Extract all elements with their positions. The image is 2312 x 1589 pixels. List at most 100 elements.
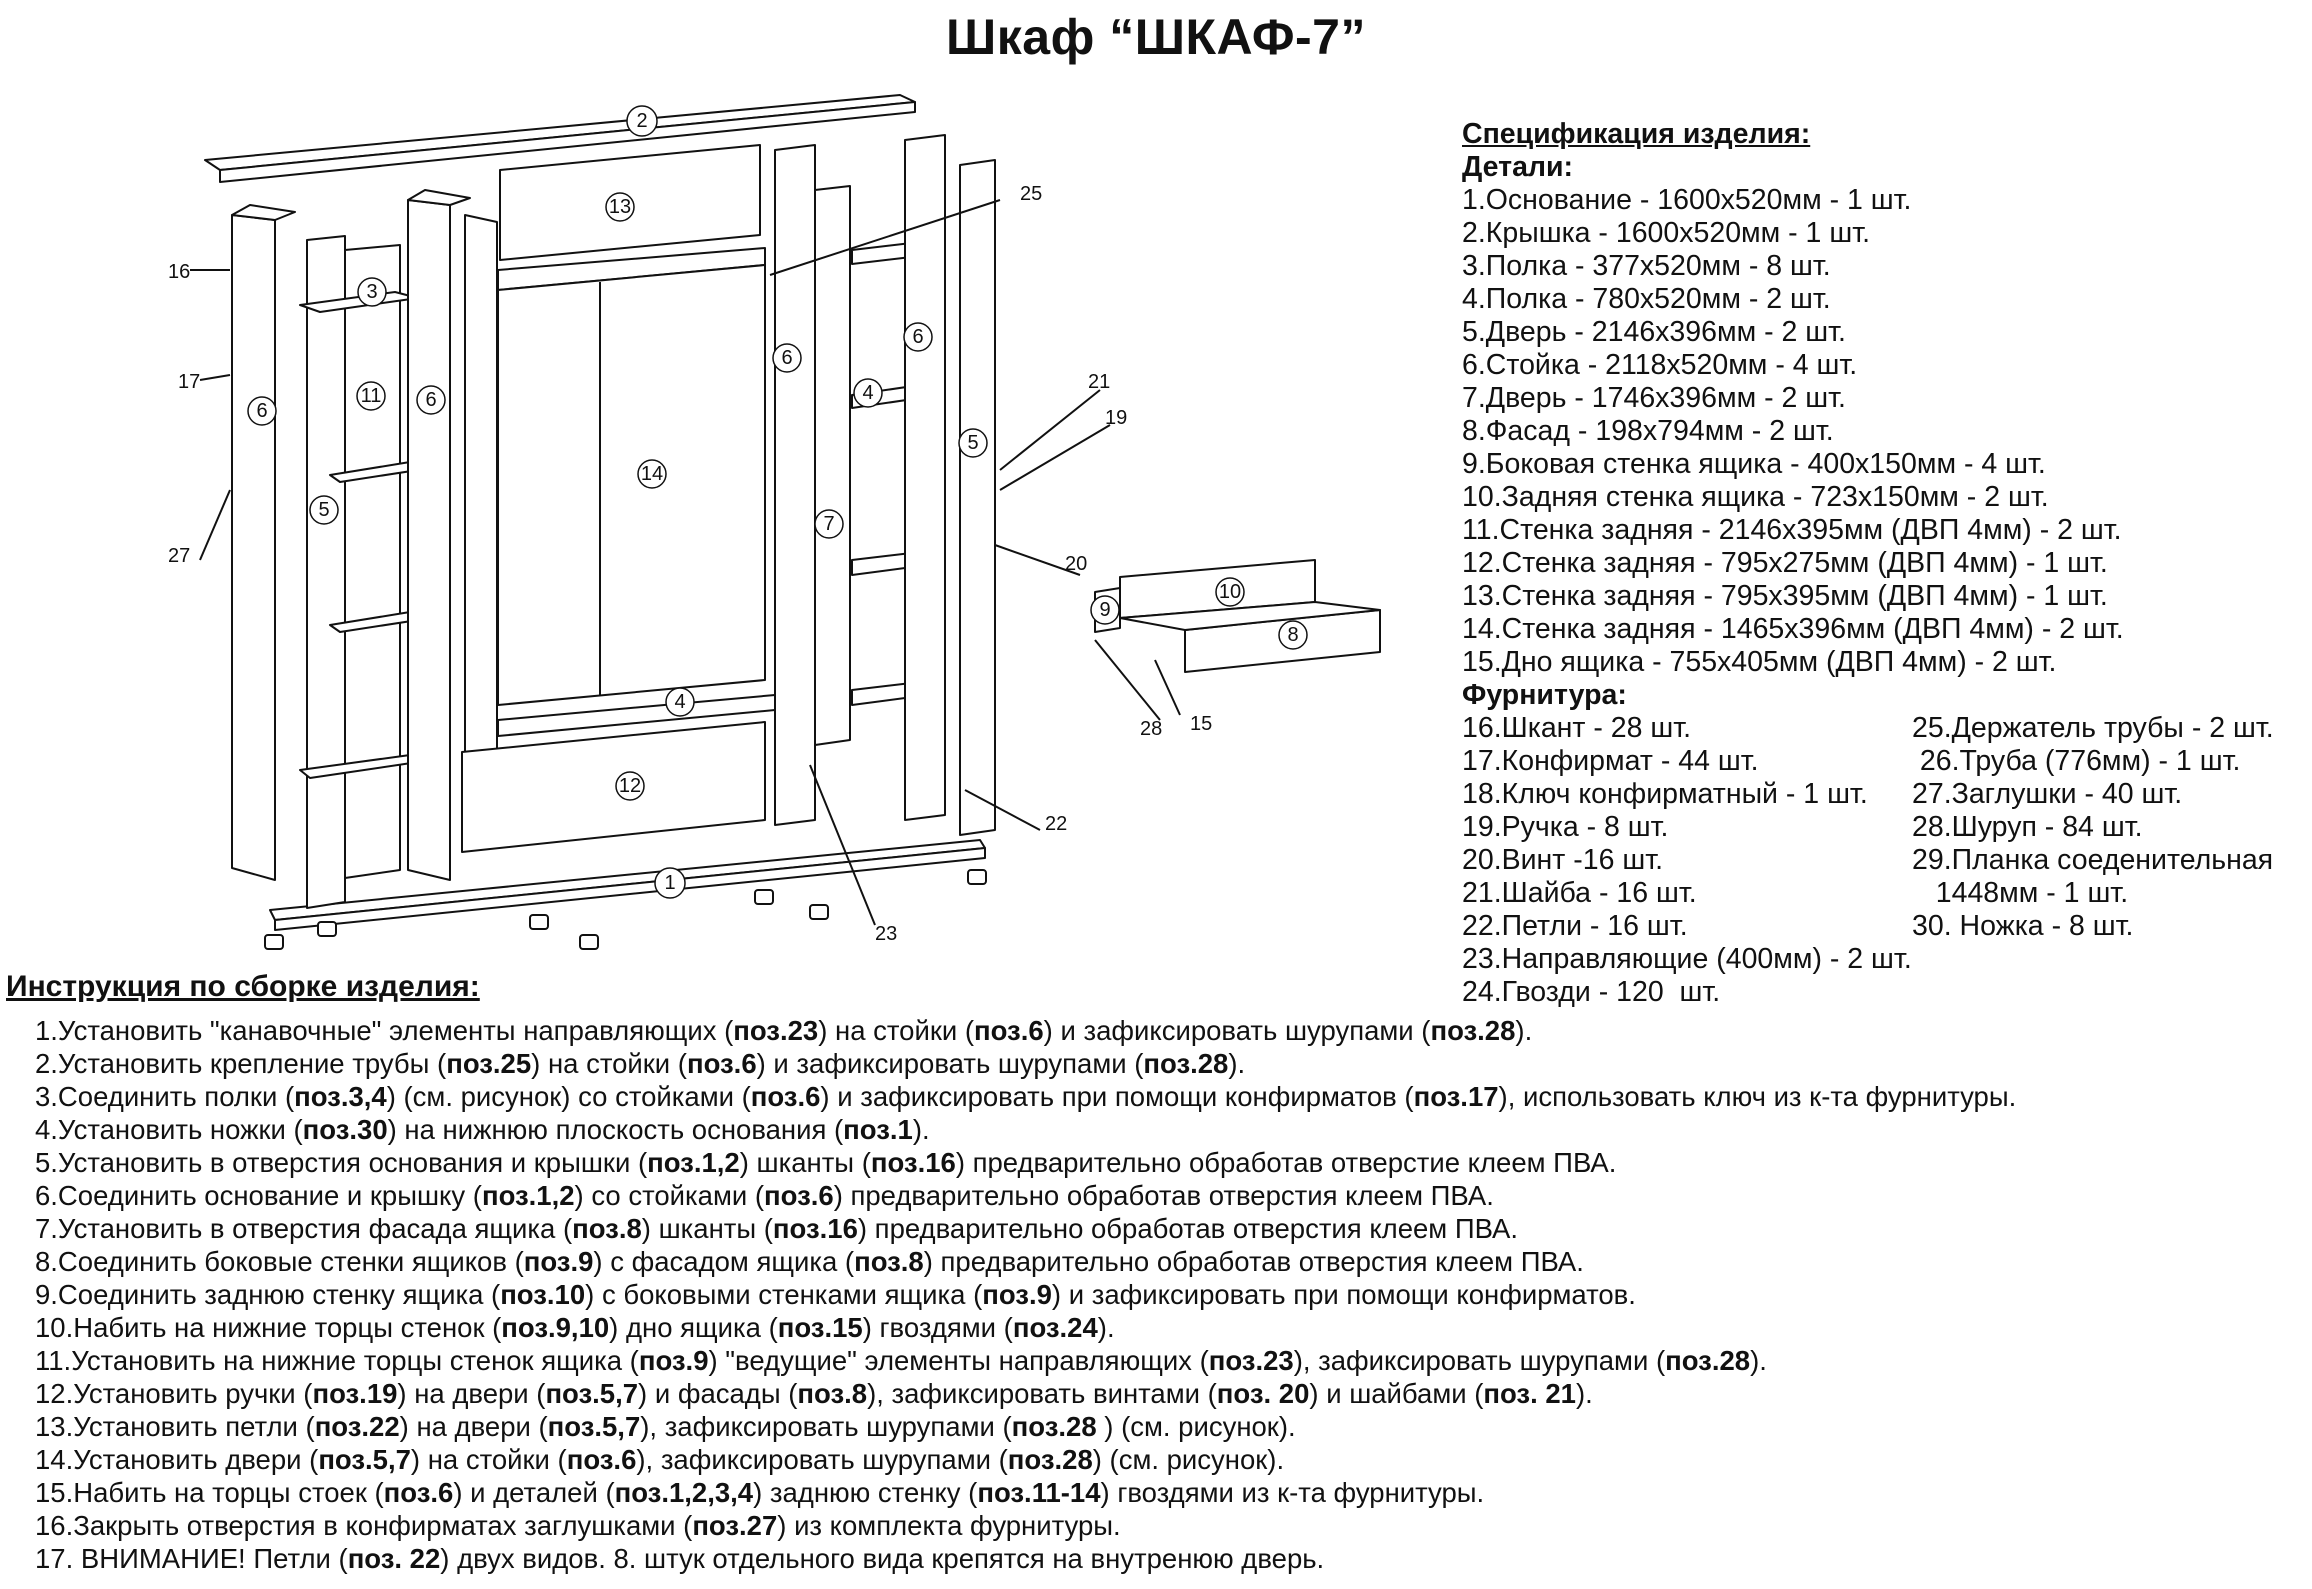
hardware-item: 20.Винт -16 шт.	[1462, 844, 1664, 876]
hardware-item: 18.Ключ конфирматный - 1 шт.	[1462, 778, 1868, 810]
hardware-item: 17.Конфирмат - 44 шт.	[1462, 745, 1759, 777]
page-title: Шкаф “ШКАФ-7”	[946, 9, 1366, 65]
callout-23: 23	[875, 923, 897, 945]
part-item: 1.Основание - 1600x520мм - 1 шт.	[1462, 184, 1912, 216]
part-right-small-door	[814, 185, 851, 746]
label-part-3: 3	[366, 281, 377, 303]
part-item: 2.Крышка - 1600x520мм - 1 шт.	[1462, 217, 1871, 249]
part-back-panel-14	[497, 264, 766, 706]
label-part-11: 11	[361, 385, 382, 407]
hardware-item: 29.Планка соеденительная	[1912, 844, 2274, 876]
part-back-panel-left	[344, 244, 401, 879]
specification: Спецификация изделия: Детали: 1.Основани…	[1462, 118, 2312, 1009]
label-part-2: 2	[636, 110, 647, 132]
hardware-item: 19.Ручка - 8 шт.	[1462, 811, 1669, 843]
callout-15: 15	[1190, 713, 1212, 735]
instruction-step: 12.Установить ручки (поз.19) на двери (п…	[35, 1378, 1593, 1409]
part-item: 11.Стенка задняя - 2146x395мм (ДВП 4мм) …	[1462, 514, 2122, 546]
part-item: 12.Стенка задняя - 795x275мм (ДВП 4мм) -…	[1462, 547, 2108, 579]
instruction-step: 2.Установить крепление трубы (поз.25) на…	[35, 1048, 1246, 1079]
callout-17: 17	[178, 371, 200, 393]
part-left-post	[231, 214, 276, 881]
hardware-item: 23.Направляющие (400мм) - 2 шт.	[1462, 943, 1912, 975]
instruction-step: 8.Соединить боковые стенки ящиков (поз.9…	[35, 1246, 1584, 1277]
label-part-7: 7	[823, 513, 834, 535]
callout-21: 21	[1088, 371, 1110, 393]
instruction-step: 7.Установить в отверстия фасада ящика (п…	[35, 1213, 1519, 1244]
hardware-item: 21.Шайба - 16 шт.	[1462, 877, 1697, 909]
part-item: 9.Боковая стенка ящика - 400x150мм - 4 ш…	[1462, 448, 2046, 480]
label-part-6d: 6	[912, 326, 923, 348]
part-item: 6.Стойка - 2118x520мм - 4 шт.	[1462, 349, 1858, 381]
hardware-item: 28.Шуруп - 84 шт.	[1912, 811, 2143, 843]
instruction-step: 1.Установить "канавочные" элементы напра…	[35, 1015, 1533, 1046]
label-part-6a: 6	[256, 400, 267, 422]
part-back-panel-12	[461, 721, 766, 853]
part-item: 3.Полка - 377x520мм - 8 шт.	[1462, 250, 1831, 282]
callout-22: 22	[1045, 813, 1067, 835]
callout-25: 25	[1020, 183, 1042, 205]
hardware-item: 25.Держатель трубы - 2 шт.	[1912, 712, 2274, 744]
part-item: 8.Фасад - 198x794мм - 2 шт.	[1462, 415, 1834, 447]
hardware-item: 16.Шкант - 28 шт.	[1462, 712, 1692, 744]
hardware-item: 22.Петли - 16 шт.	[1462, 910, 1688, 942]
instruction-step: 4.Установить ножки (поз.30) на нижнюю пл…	[35, 1114, 930, 1145]
part-inner-left-post	[407, 199, 451, 881]
hardware-item: 24.Гвозди - 120 шт.	[1462, 976, 1721, 1008]
label-part-10: 10	[1219, 581, 1241, 603]
part-item: 5.Дверь - 2146x396мм - 2 шт.	[1462, 316, 1846, 348]
instruction-step: 3.Соединить полки (поз.3,4) (см. рисунок…	[35, 1081, 2017, 1112]
label-part-14: 14	[641, 463, 663, 485]
label-part-8: 8	[1287, 624, 1298, 646]
label-part-5b: 5	[967, 432, 978, 454]
label-part-12: 12	[619, 775, 641, 797]
label-part-6b: 6	[425, 389, 436, 411]
hardware-item	[1912, 943, 2312, 976]
part-item: 4.Полка - 780x520мм - 2 шт.	[1462, 283, 1831, 315]
label-part-13: 13	[609, 196, 631, 218]
part-item: 10.Задняя стенка ящика - 723x150мм - 2 ш…	[1462, 481, 2049, 513]
hardware-list: 16.Шкант - 28 шт. 25.Держатель трубы - 2 …	[1462, 712, 2312, 1009]
label-part-5a: 5	[318, 499, 329, 521]
label-part-9: 9	[1099, 599, 1110, 621]
part-right-door	[959, 159, 996, 836]
part-item: 13.Стенка задняя - 795x395мм (ДВП 4мм) -…	[1462, 580, 2108, 612]
label-part-6c: 6	[781, 347, 792, 369]
label-part-4a: 4	[674, 691, 685, 713]
part-item: 7.Дверь - 1746x396мм - 2 шт.	[1462, 382, 1846, 414]
part-right-post	[904, 134, 946, 821]
callout-27: 27	[168, 545, 190, 567]
instruction-step: 11.Установить на нижние торцы стенок ящи…	[35, 1345, 1767, 1376]
hardware-heading: Фурнитура:	[1462, 679, 1627, 711]
callout-28: 28	[1140, 718, 1162, 740]
hardware-item: 1448мм - 1 шт.	[1912, 877, 2129, 909]
instruction-step: 10.Набить на нижние торцы стенок (поз.9,…	[35, 1312, 1115, 1343]
hardware-item: 26.Труба (776мм) - 1 шт.	[1912, 745, 2241, 777]
parts-list: 1.Основание - 1600x520мм - 1 шт.2.Крышка…	[1462, 184, 2312, 679]
instruction-step: 9.Соединить заднюю стенку ящика (поз.10)…	[35, 1279, 1636, 1310]
instruction-step: 13.Установить петли (поз.22) на двери (п…	[35, 1411, 1296, 1442]
instruction-step: 5.Установить в отверстия основания и кры…	[35, 1147, 1617, 1178]
parts-heading: Детали:	[1462, 151, 1574, 183]
hardware-item: 30. Ножка - 8 шт.	[1912, 910, 2134, 942]
callout-19: 19	[1105, 407, 1127, 429]
hardware-item	[1912, 976, 2312, 1009]
part-item: 14.Стенка задняя - 1465x396мм (ДВП 4мм) …	[1462, 613, 2124, 645]
instructions-list: 1.Установить "канавочные" элементы напра…	[35, 1014, 2016, 1575]
instructions-heading: Инструкция по сборке изделия:	[6, 970, 480, 1003]
callout-20: 20	[1065, 553, 1087, 575]
part-center-door	[464, 214, 498, 761]
instruction-step: 6.Соединить основание и крышку (поз.1,2)…	[35, 1180, 1494, 1211]
part-item: 15.Дно ящика - 755x405мм (ДВП 4мм) - 2 ш…	[1462, 646, 2057, 678]
instruction-step: 16.Закрыть отверстия в конфирматах заглу…	[35, 1510, 1121, 1541]
instruction-step: 17. ВНИМАНИЕ! Петли (поз. 22) двух видов…	[35, 1543, 1325, 1574]
spec-heading: Спецификация изделия:	[1462, 118, 1811, 150]
label-part-4b: 4	[862, 382, 873, 404]
instruction-step: 14.Установить двери (поз.5,7) на стойки …	[35, 1444, 1285, 1475]
hardware-item: 27.Заглушки - 40 шт.	[1912, 778, 2183, 810]
callout-16: 16	[168, 261, 190, 283]
part-left-door	[306, 235, 346, 909]
part-inner-right-post	[774, 144, 816, 826]
instruction-step: 15.Набить на торцы стоек (поз.6) и детал…	[35, 1477, 1485, 1508]
